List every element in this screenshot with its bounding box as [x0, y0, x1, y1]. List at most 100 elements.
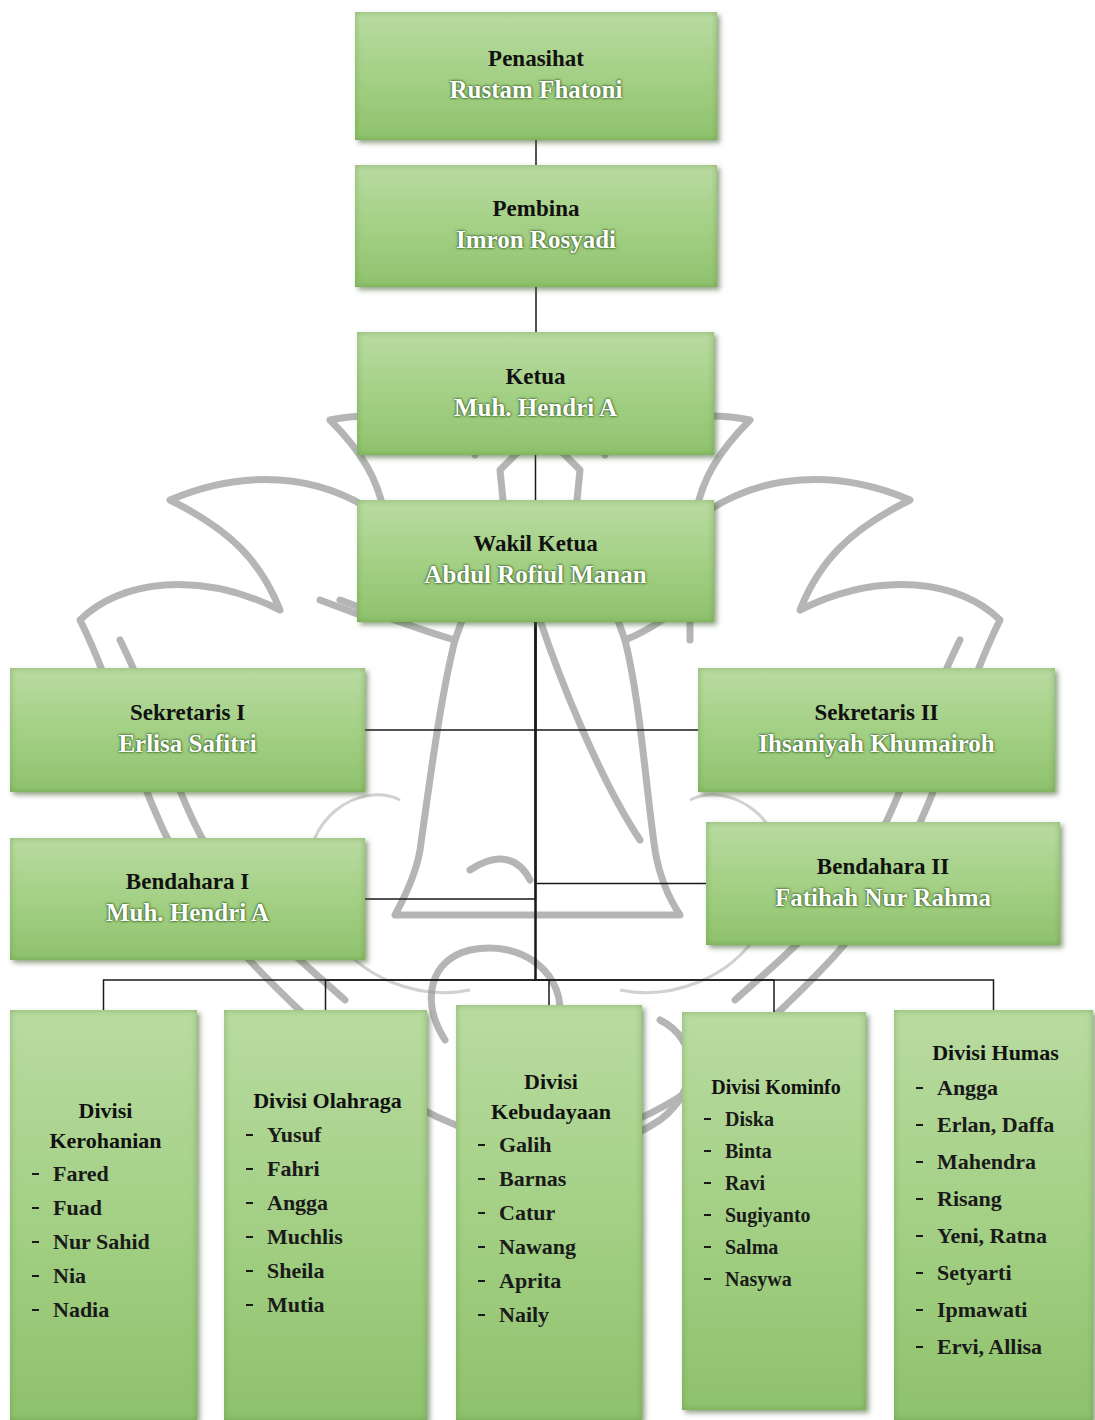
member-name: Naily	[499, 1302, 549, 1328]
member-name: Mahendra	[937, 1149, 1036, 1175]
bullet-dash	[32, 1207, 39, 1209]
role-box: KetuaMuh. Hendri A	[357, 332, 714, 455]
bullet-dash	[916, 1235, 923, 1237]
member-name: Nawang	[499, 1234, 576, 1260]
bullet-dash	[704, 1118, 711, 1120]
member-name: Sheila	[267, 1258, 324, 1284]
member-row: Salma	[692, 1231, 860, 1263]
bullet-dash	[704, 1246, 711, 1248]
bullet-dash	[704, 1214, 711, 1216]
org-connector	[365, 622, 536, 730]
member-row: Nasywa	[692, 1263, 860, 1295]
member-row: Ervi, Allisa	[904, 1329, 1087, 1366]
member-name: Angga	[937, 1075, 998, 1101]
member-name: Mutia	[267, 1292, 324, 1318]
member-name: Ravi	[725, 1172, 765, 1195]
role-title: Ketua	[505, 363, 565, 392]
bullet-dash	[246, 1202, 253, 1204]
member-name: Galih	[499, 1132, 552, 1158]
bullet-dash	[478, 1178, 485, 1180]
bullet-dash	[916, 1198, 923, 1200]
division-title: Divisi Kominfo	[692, 1074, 860, 1101]
division-box: Divisi OlahragaYusufFahriAnggaMuchlisShe…	[224, 1010, 427, 1420]
member-name: Salma	[725, 1236, 778, 1259]
person-name: Imron Rosyadi	[456, 224, 616, 257]
bullet-dash	[478, 1212, 485, 1214]
member-row: Erlan, Daffa	[904, 1107, 1087, 1144]
member-row: Yusuf	[234, 1118, 421, 1152]
member-row: Aprita	[466, 1264, 636, 1298]
member-name: Binta	[725, 1140, 772, 1163]
role-title: Bendahara II	[817, 853, 949, 882]
bullet-dash	[246, 1236, 253, 1238]
division-box: Divisi HumasAnggaErlan, DaffaMahendraRis…	[894, 1010, 1093, 1420]
member-row: Muchlis	[234, 1220, 421, 1254]
member-row: Fuad	[20, 1191, 191, 1225]
member-name: Fahri	[267, 1156, 320, 1182]
role-title: Wakil Ketua	[473, 530, 598, 559]
bullet-dash	[704, 1150, 711, 1152]
member-row: Mahendra	[904, 1144, 1087, 1181]
org-connector	[536, 622, 707, 884]
bullet-dash	[246, 1304, 253, 1306]
role-box: PembinaImron Rosyadi	[355, 165, 717, 287]
member-name: Yeni, Ratna	[937, 1223, 1047, 1249]
member-row: Nawang	[466, 1230, 636, 1264]
member-row: Binta	[692, 1135, 860, 1167]
division-box: Divisi KominfoDiskaBintaRaviSugiyantoSal…	[682, 1012, 866, 1410]
member-name: Setyarti	[937, 1260, 1012, 1286]
person-name: Rustam Fhatoni	[450, 74, 623, 107]
bullet-dash	[916, 1309, 923, 1311]
member-name: Yusuf	[267, 1122, 321, 1148]
division-box: Divisi KebudayaanGalihBarnasCaturNawangA…	[456, 1005, 642, 1420]
member-name: Ervi, Allisa	[937, 1334, 1042, 1360]
member-row: Setyarti	[904, 1255, 1087, 1292]
member-name: Muchlis	[267, 1224, 343, 1250]
member-row: Risang	[904, 1181, 1087, 1218]
member-name: Fared	[53, 1161, 109, 1187]
division-title: Divisi Humas	[904, 1038, 1087, 1068]
bullet-dash	[478, 1314, 485, 1316]
bullet-dash	[478, 1280, 485, 1282]
member-row: Diska	[692, 1103, 860, 1135]
member-row: Nur Sahid	[20, 1225, 191, 1259]
role-box: Bendahara IIFatihah Nur Rahma	[706, 822, 1060, 945]
member-row: Galih	[466, 1128, 636, 1162]
member-row: Nadia	[20, 1293, 191, 1327]
member-row: Angga	[904, 1070, 1087, 1107]
bullet-dash	[32, 1173, 39, 1175]
member-name: Nia	[53, 1263, 86, 1289]
division-title: Divisi Olahraga	[234, 1086, 421, 1116]
bullet-dash	[478, 1246, 485, 1248]
member-name: Barnas	[499, 1166, 566, 1192]
person-name: Muh. Hendri A	[454, 392, 617, 425]
member-row: Sheila	[234, 1254, 421, 1288]
person-name: Ihsaniyah Khumairoh	[758, 728, 994, 761]
member-row: Naily	[466, 1298, 636, 1332]
bullet-dash	[478, 1144, 485, 1146]
bullet-dash	[704, 1182, 711, 1184]
member-row: Catur	[466, 1196, 636, 1230]
role-title: Penasihat	[488, 45, 584, 74]
bullet-dash	[916, 1124, 923, 1126]
org-connector	[535, 287, 537, 332]
member-row: Barnas	[466, 1162, 636, 1196]
org-connector	[536, 622, 699, 730]
member-name: Nur Sahid	[53, 1229, 150, 1255]
bullet-dash	[32, 1275, 39, 1277]
member-row: Ipmawati	[904, 1292, 1087, 1329]
member-name: Nasywa	[725, 1268, 792, 1291]
member-name: Sugiyanto	[725, 1204, 811, 1227]
bullet-dash	[32, 1309, 39, 1311]
member-name: Erlan, Daffa	[937, 1112, 1054, 1138]
division-title: Divisi Kebudayaan	[466, 1067, 636, 1126]
bullet-dash	[704, 1278, 711, 1280]
member-name: Aprita	[499, 1268, 561, 1294]
member-name: Nadia	[53, 1297, 109, 1323]
role-box: PenasihatRustam Fhatoni	[355, 12, 717, 140]
bullet-dash	[916, 1272, 923, 1274]
person-name: Erlisa Safitri	[118, 728, 256, 761]
role-box: Sekretaris IIIhsaniyah Khumairoh	[698, 668, 1055, 792]
role-title: Sekretaris I	[130, 699, 245, 728]
member-row: Sugiyanto	[692, 1199, 860, 1231]
